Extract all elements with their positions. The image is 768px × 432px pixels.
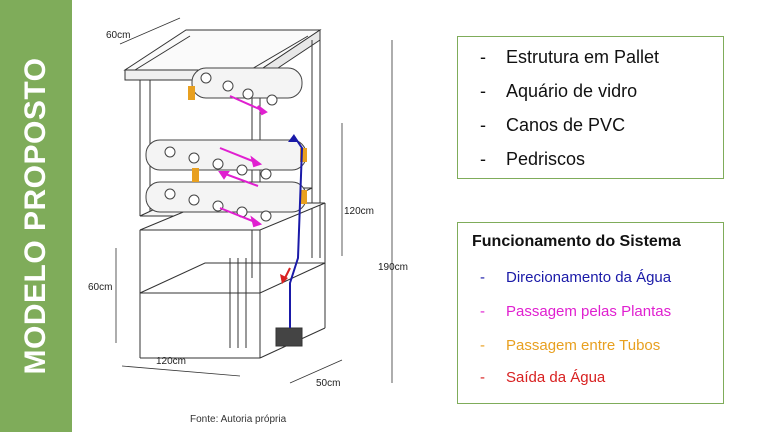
legend-item-water-direction: -Direcionamento da Água (480, 269, 672, 286)
system-box: Funcionamento do Sistema -Direcionamento… (457, 222, 724, 404)
legend-item-water-exit: -Saída da Água (480, 369, 606, 386)
legend-item-plants: -Passagem pelas Plantas (480, 303, 672, 320)
side-title: MODELO PROPOSTO (19, 57, 52, 375)
hydroponic-diagram: 60cm 120cm 190cm 60cm 120cm 50cm (88, 17, 408, 389)
material-item: -Pedriscos (480, 149, 586, 169)
dim-top-width: 60cm (106, 30, 130, 41)
dim-base-depth: 50cm (316, 378, 340, 389)
side-bar (0, 0, 72, 432)
legend-item-tubes: -Passagem entre Tubos (480, 337, 661, 354)
source-caption: Fonte: Autoria própria (190, 414, 287, 425)
material-item: -Aquário de vidro (480, 81, 638, 101)
dim-base-width: 120cm (156, 356, 186, 367)
material-item: -Estrutura em Pallet (480, 47, 660, 67)
dim-lower-height: 60cm (88, 282, 112, 293)
materials-box: -Estrutura em Pallet -Aquário de vidro -… (457, 36, 724, 179)
dim-total-height: 190cm (378, 262, 408, 273)
system-title: Funcionamento do Sistema (472, 233, 681, 250)
dim-upper-height: 120cm (344, 206, 374, 217)
material-item: -Canos de PVC (480, 115, 626, 135)
